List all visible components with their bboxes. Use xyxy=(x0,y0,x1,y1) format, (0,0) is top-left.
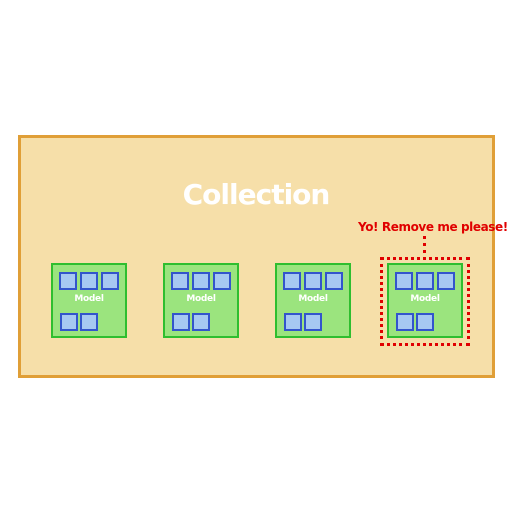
model-cell xyxy=(60,313,78,331)
model-label: Model xyxy=(298,294,328,304)
model-cell xyxy=(213,272,231,290)
removal-callout: Yo! Remove me please! xyxy=(358,220,508,234)
model-cell xyxy=(172,313,190,331)
model-cell xyxy=(284,313,302,331)
model-cell xyxy=(192,313,210,331)
model-cell xyxy=(192,272,210,290)
callout-pointer xyxy=(423,236,426,253)
model-cell xyxy=(59,272,77,290)
model-label: Model xyxy=(410,294,440,304)
model-cell xyxy=(304,313,322,331)
model-label: Model xyxy=(74,294,104,304)
model-cell xyxy=(416,272,434,290)
model-cell xyxy=(283,272,301,290)
model-cell xyxy=(80,313,98,331)
model-cell xyxy=(80,272,98,290)
model-cell xyxy=(416,313,434,331)
model-label: Model xyxy=(186,294,216,304)
collection-title: Collection xyxy=(182,178,331,211)
model-cell xyxy=(396,313,414,331)
model-cell xyxy=(325,272,343,290)
model-cell xyxy=(304,272,322,290)
model-cell xyxy=(101,272,119,290)
model-box-4: Model xyxy=(387,263,463,338)
model-box-1: Model xyxy=(51,263,127,338)
model-cell xyxy=(171,272,189,290)
model-box-3: Model xyxy=(275,263,351,338)
model-cell xyxy=(395,272,413,290)
removal-highlight xyxy=(380,257,470,346)
model-box-2: Model xyxy=(163,263,239,338)
model-cell xyxy=(437,272,455,290)
